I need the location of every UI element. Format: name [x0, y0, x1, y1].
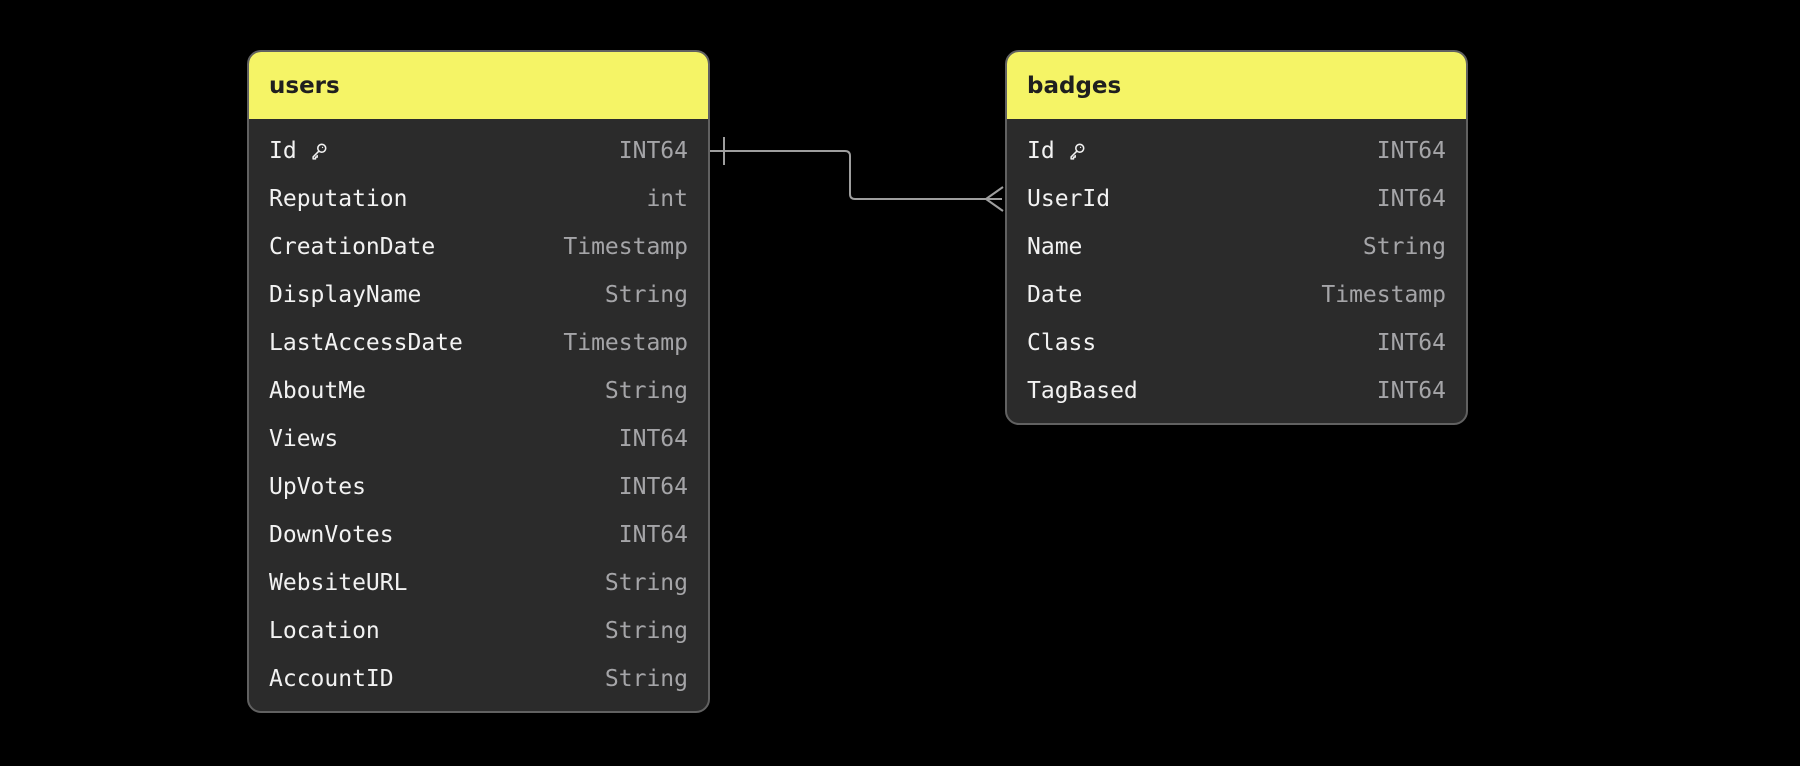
field-row[interactable]: Name String [1007, 223, 1466, 271]
field-type: String [604, 666, 688, 692]
field-name: Id [1027, 138, 1055, 164]
field-row[interactable]: Date Timestamp [1007, 271, 1466, 319]
field-row[interactable]: Id INT64 [1007, 127, 1466, 175]
field-row[interactable]: UserId INT64 [1007, 175, 1466, 223]
table-title: badges [1027, 72, 1122, 99]
field-type: INT64 [618, 138, 688, 164]
field-row[interactable]: WebsiteURL String [249, 559, 708, 607]
field-type: Timestamp [563, 234, 688, 260]
table-users-body: Id INT64 Reputation int CreationDate Tim… [249, 119, 708, 711]
field-type: INT64 [1376, 378, 1446, 404]
field-type: INT64 [618, 474, 688, 500]
field-name: DownVotes [269, 522, 394, 548]
table-badges-body: Id INT64 UserId INT64 Name String Date T… [1007, 119, 1466, 423]
field-row[interactable]: AccountID String [249, 655, 708, 703]
field-row[interactable]: DisplayName String [249, 271, 708, 319]
field-type: Timestamp [563, 330, 688, 356]
field-name: CreationDate [269, 234, 436, 260]
field-row[interactable]: Class INT64 [1007, 319, 1466, 367]
table-title: users [269, 72, 340, 99]
field-name: Reputation [269, 186, 408, 212]
table-badges-header[interactable]: badges [1007, 52, 1466, 119]
field-type: String [604, 618, 688, 644]
primary-key-icon [312, 143, 327, 160]
field-row[interactable]: UpVotes INT64 [249, 463, 708, 511]
field-type: String [604, 378, 688, 404]
table-users-header[interactable]: users [249, 52, 708, 119]
field-row[interactable]: DownVotes INT64 [249, 511, 708, 559]
field-name: Location [269, 618, 380, 644]
field-name: UpVotes [269, 474, 366, 500]
field-type: INT64 [1376, 138, 1446, 164]
field-row[interactable]: CreationDate Timestamp [249, 223, 708, 271]
field-name: WebsiteURL [269, 570, 408, 596]
field-row[interactable]: LastAccessDate Timestamp [249, 319, 708, 367]
field-name: Class [1027, 330, 1097, 356]
field-type: Timestamp [1321, 282, 1446, 308]
field-name: Name [1027, 234, 1083, 260]
table-users[interactable]: users Id INT64 Reputation int CreationDa… [247, 50, 710, 713]
field-type: INT64 [1376, 186, 1446, 212]
field-name: Date [1027, 282, 1083, 308]
field-row[interactable]: TagBased INT64 [1007, 367, 1466, 415]
field-row[interactable]: Reputation int [249, 175, 708, 223]
primary-key-icon [1070, 143, 1085, 160]
field-type: int [646, 186, 688, 212]
many-cardinality-marker [985, 186, 1004, 212]
field-type: INT64 [618, 426, 688, 452]
field-row[interactable]: Views INT64 [249, 415, 708, 463]
field-name: AboutMe [269, 378, 366, 404]
field-type: INT64 [618, 522, 688, 548]
field-name: Views [269, 426, 339, 452]
field-type: String [604, 570, 688, 596]
field-name: Id [269, 138, 297, 164]
field-type: INT64 [1376, 330, 1446, 356]
relationship-line[interactable] [710, 150, 1002, 200]
field-name: UserId [1027, 186, 1111, 212]
table-badges[interactable]: badges Id INT64 UserId INT64 Name String… [1005, 50, 1468, 425]
field-name: TagBased [1027, 378, 1138, 404]
field-type: String [1362, 234, 1446, 260]
field-row[interactable]: Location String [249, 607, 708, 655]
field-name: AccountID [269, 666, 394, 692]
field-name: DisplayName [269, 282, 422, 308]
field-row[interactable]: Id INT64 [249, 127, 708, 175]
field-name: LastAccessDate [269, 330, 463, 356]
field-row[interactable]: AboutMe String [249, 367, 708, 415]
field-type: String [604, 282, 688, 308]
